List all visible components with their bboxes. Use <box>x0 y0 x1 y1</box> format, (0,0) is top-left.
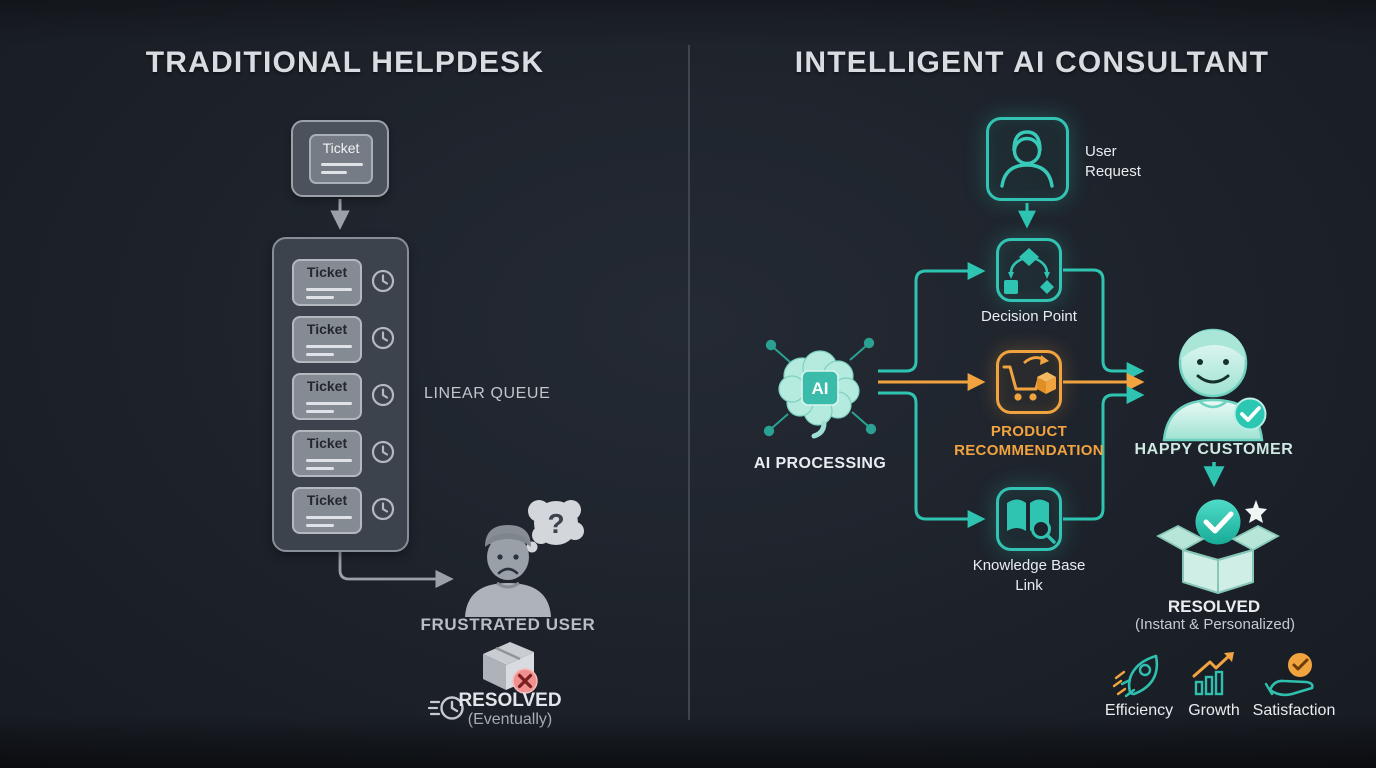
rocket-icon <box>1112 654 1159 698</box>
clock-icon <box>371 269 395 293</box>
ticket-text-line <box>321 171 347 174</box>
ai-brain-icon: AI <box>763 337 877 439</box>
right-panel-title: INTELLIGENT AI CONSULTANT <box>794 46 1270 79</box>
queue-ticket-label: Ticket <box>306 321 348 337</box>
question-mark: ? <box>547 508 564 539</box>
resolved-box-icon <box>1156 499 1280 594</box>
frustrated-user-icon: ? <box>465 500 584 617</box>
arrow-knowledge-to-happy <box>1063 386 1145 521</box>
arrow-ai-to-knowledge <box>878 391 986 528</box>
ai-chip-label: AI <box>812 379 829 398</box>
ai-processing-label: AI PROCESSING <box>753 455 887 472</box>
frustrated-user-label: FRUSTRATED USER <box>420 615 596 634</box>
clock-icon <box>371 383 395 407</box>
queue-ticket-label: Ticket <box>306 378 348 394</box>
arrow-decision-to-happy <box>1063 268 1145 380</box>
waiting-clock-icon <box>427 696 464 720</box>
queue-ticket: Ticket <box>292 487 362 534</box>
knowledge-base-node <box>996 487 1062 551</box>
left-resolved-title: RESOLVED <box>458 690 562 711</box>
queue-ticket-label: Ticket <box>306 264 348 280</box>
queue-ticket: Ticket <box>292 430 362 477</box>
clock-icon <box>371 440 395 464</box>
left-panel-title: TRADITIONAL HELPDESK <box>145 46 545 79</box>
left-resolved-subtitle: (Eventually) <box>467 711 553 728</box>
arrow-queue-to-frustrated-user <box>338 552 454 589</box>
queue-ticket: Ticket <box>292 373 362 420</box>
queue-ticket: Ticket <box>292 259 362 306</box>
product-recommendation-node <box>996 350 1062 414</box>
happy-customer-icon <box>1162 328 1267 442</box>
package-failed-icon <box>483 642 538 694</box>
queue-ticket-label: Ticket <box>306 492 348 508</box>
ticket-text-line <box>321 163 363 166</box>
queue-ticket-label: Ticket <box>306 435 348 451</box>
decision-flow-icon <box>1004 248 1054 294</box>
panel-divider <box>688 45 690 720</box>
right-resolved-title: RESOLVED <box>1167 597 1261 616</box>
decision-point-label: Decision Point <box>981 308 1077 325</box>
incoming-ticket-label: Ticket <box>322 140 360 156</box>
clock-icon <box>371 497 395 521</box>
clock-icon <box>371 326 395 350</box>
growth-chart-icon <box>1192 652 1234 696</box>
decision-point-node <box>996 238 1062 302</box>
cart-icon <box>1002 355 1056 401</box>
linear-queue-container: Ticket Ticket Ticket Ticket Ticket <box>272 237 409 552</box>
happy-customer-label: HAPPY CUSTOMER <box>1134 441 1294 458</box>
user-icon <box>1000 130 1054 188</box>
user-request-label: User Request <box>1085 143 1141 180</box>
incoming-ticket-card: Ticket <box>291 120 389 197</box>
knowledge-base-label: Knowledge Base Link <box>972 557 1086 594</box>
book-search-icon <box>1007 499 1056 544</box>
benefit-efficiency-label: Efficiency <box>1104 702 1174 719</box>
product-recommendation-label: PRODUCT RECOMMENDATION <box>954 423 1104 459</box>
incoming-ticket-inner: Ticket <box>309 134 373 184</box>
queue-ticket: Ticket <box>292 316 362 363</box>
right-resolved-subtitle: (Instant & Personalized) <box>1134 616 1296 633</box>
benefit-satisfaction-label: Satisfaction <box>1252 702 1336 719</box>
arrow-ai-to-decision <box>878 262 986 373</box>
linear-queue-label: LINEAR QUEUE <box>424 385 551 402</box>
hand-check-icon <box>1264 653 1314 697</box>
benefit-growth-label: Growth <box>1188 702 1240 719</box>
user-request-node <box>986 117 1069 201</box>
